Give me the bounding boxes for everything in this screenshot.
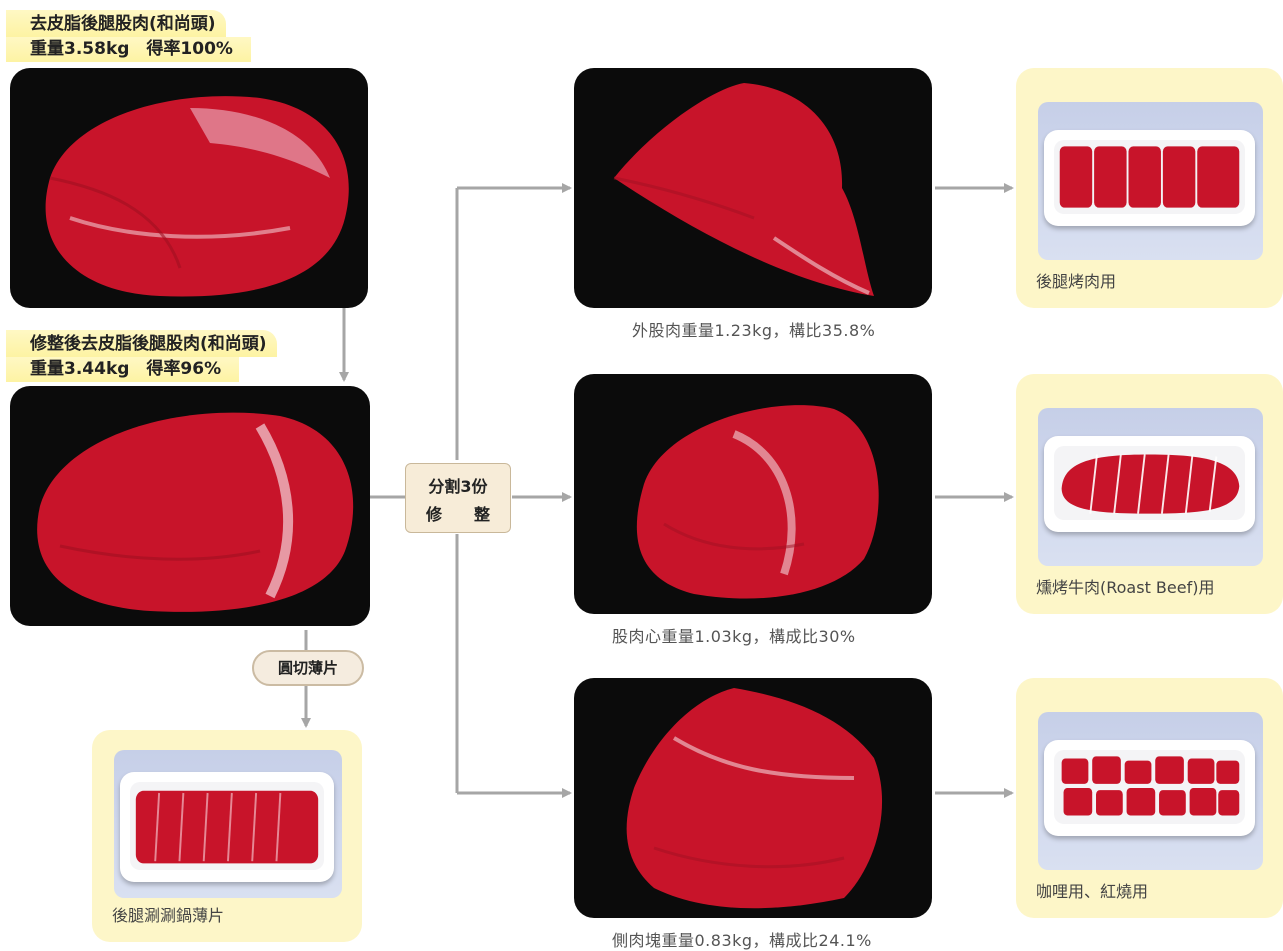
tray-inner [130,782,324,870]
cut-1-use-card: 後腿烤肉用 [1016,68,1283,308]
tray [1044,130,1255,226]
cut-2-use-card: 燻烤牛肉(Roast Beef)用 [1016,374,1283,614]
meat-image [10,386,370,626]
tray-inner [1054,140,1245,214]
trimmed-title: 修整後去皮脂後腿股肉(和尚頭) [6,330,277,357]
cut-1-use-label: 後腿烤肉用 [1036,268,1116,292]
meat-image [574,374,932,614]
cut-2-caption: 股肉心重量1.03kg，構成比30% [612,623,856,647]
tray-inner [1054,750,1245,824]
meat-image [574,678,932,918]
shabu-use-card: 後腿涮涮鍋薄片 [92,730,362,942]
trimmed-meat-photo [10,386,370,626]
trimmed-label: 修整後去皮脂後腿股肉(和尚頭) 重量3.44kg 得率96% [6,330,277,382]
cut-3-use-label: 咖哩用、紅燒用 [1036,878,1148,902]
split-trim-step: 分割3份 修 整 [405,463,511,533]
meat-image [10,68,368,308]
cut-1-caption: 外股肉重量1.23kg，構比35.8% [632,317,875,341]
source-title: 去皮脂後腿股肉(和尚頭) [6,10,226,37]
roast-beef-image [1054,446,1245,520]
split-step-line-1: 分割3份 [406,473,510,497]
cut-3-caption: 側肉塊重量0.83kg，構成比24.1% [612,927,872,951]
trimmed-detail: 重量3.44kg 得率96% [6,357,239,382]
grill-meat-image [1054,140,1245,214]
tray-inner [1054,446,1245,520]
cut-1-photo [574,68,932,308]
slice-step: 圓切薄片 [252,650,364,686]
tray [1044,436,1255,532]
cut-3-use-card: 咖哩用、紅燒用 [1016,678,1283,918]
source-meat-photo [10,68,368,308]
cut-2-photo [574,374,932,614]
split-step-line-2: 修 整 [406,501,510,525]
tray [120,772,334,882]
source-detail: 重量3.58kg 得率100% [6,37,251,62]
tray [1044,740,1255,836]
cut-2-use-label: 燻烤牛肉(Roast Beef)用 [1036,574,1214,598]
shabu-use-label: 後腿涮涮鍋薄片 [112,902,224,926]
sliced-meat-image [130,782,324,870]
cut-3-photo [574,678,932,918]
cubed-meat-image [1054,750,1245,824]
source-label: 去皮脂後腿股肉(和尚頭) 重量3.58kg 得率100% [6,10,251,62]
meat-image [574,68,932,308]
